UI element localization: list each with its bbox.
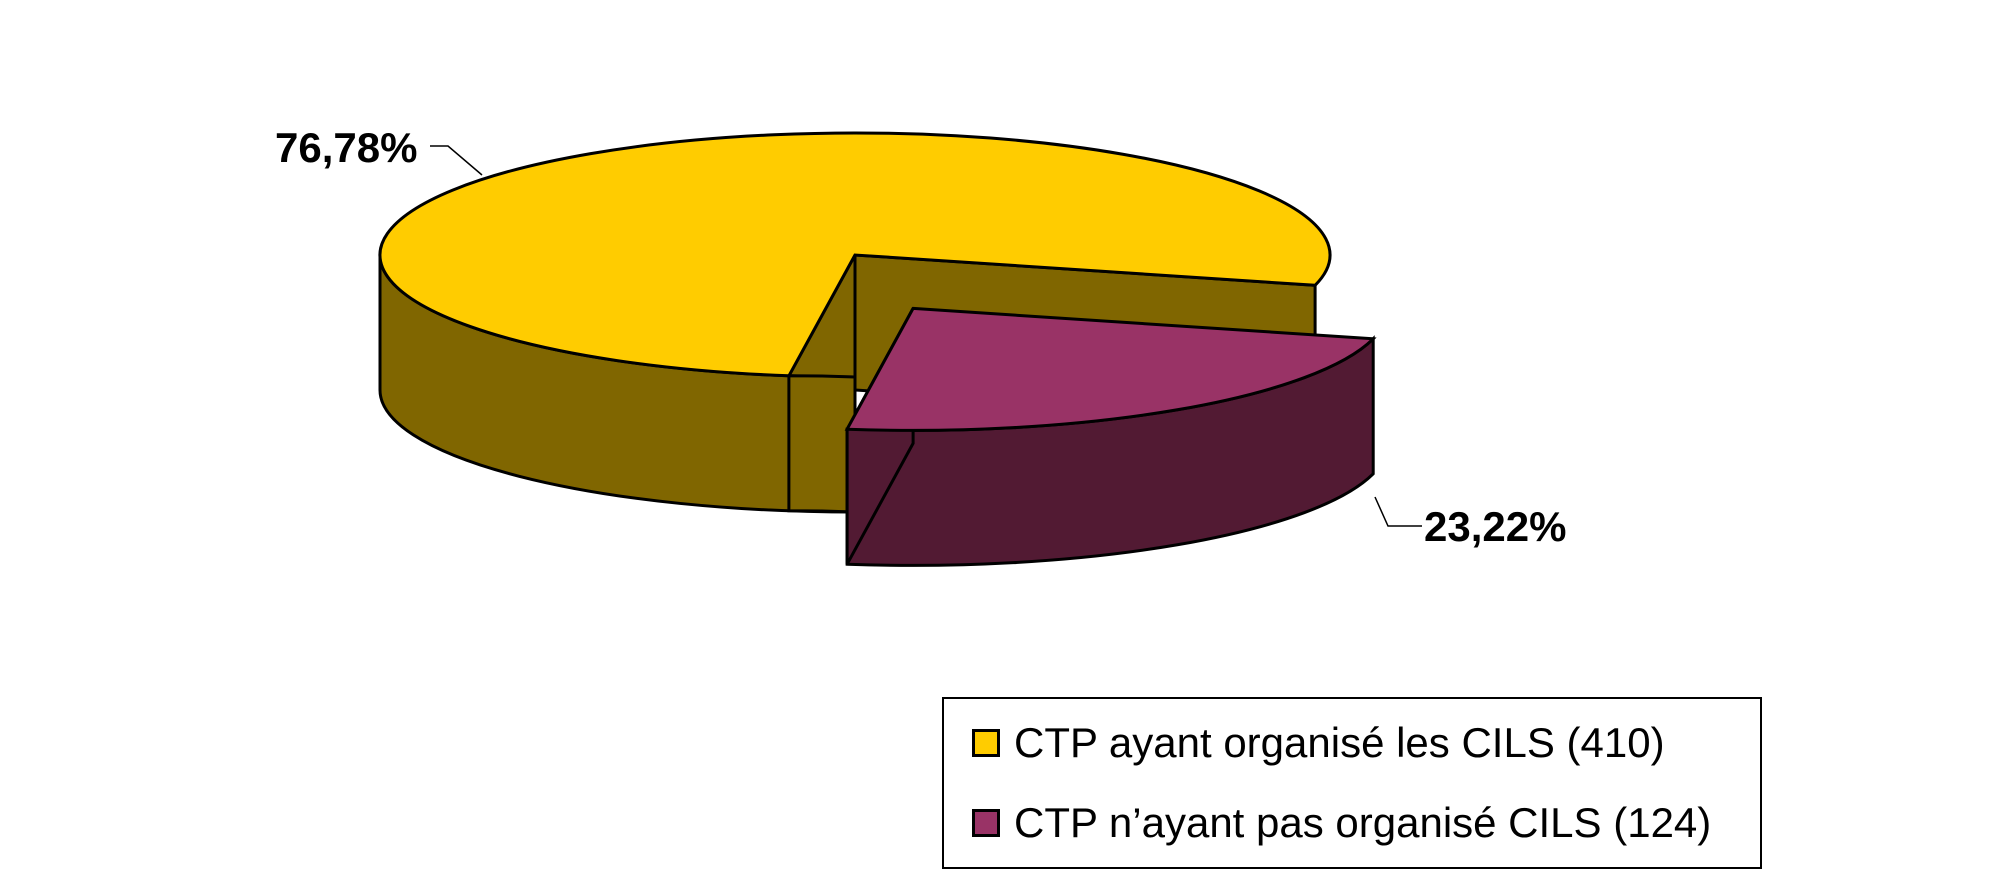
pie-slices — [378, 131, 1377, 567]
percent-label-organised: 76,78% — [275, 124, 417, 171]
slice-organised-side-front — [787, 374, 857, 514]
legend-item-organised: CTP ayant organisé les CILS (410) — [972, 719, 1665, 767]
legend-swatch-not-organised — [972, 809, 1000, 837]
slice-not-organised-top — [844, 306, 1377, 432]
legend-swatch-organised — [972, 729, 1000, 757]
pie-labels: 76,78% 23,22% — [275, 124, 1566, 550]
legend-label-organised: CTP ayant organisé les CILS (410) — [1014, 719, 1665, 766]
label-leader-not-organised — [1374, 496, 1422, 527]
legend-label-not-organised: CTP n’ayant pas organisé CILS (124) — [1014, 799, 1712, 846]
slice-organised-top — [378, 131, 1332, 378]
percent-label-not-organised: 23,22% — [1424, 503, 1566, 550]
legend-item-not-organised: CTP n’ayant pas organisé CILS (124) — [972, 799, 1711, 847]
legend: CTP ayant organisé les CILS (410) CTP n’… — [942, 697, 1762, 869]
label-leader-organised — [430, 145, 483, 176]
